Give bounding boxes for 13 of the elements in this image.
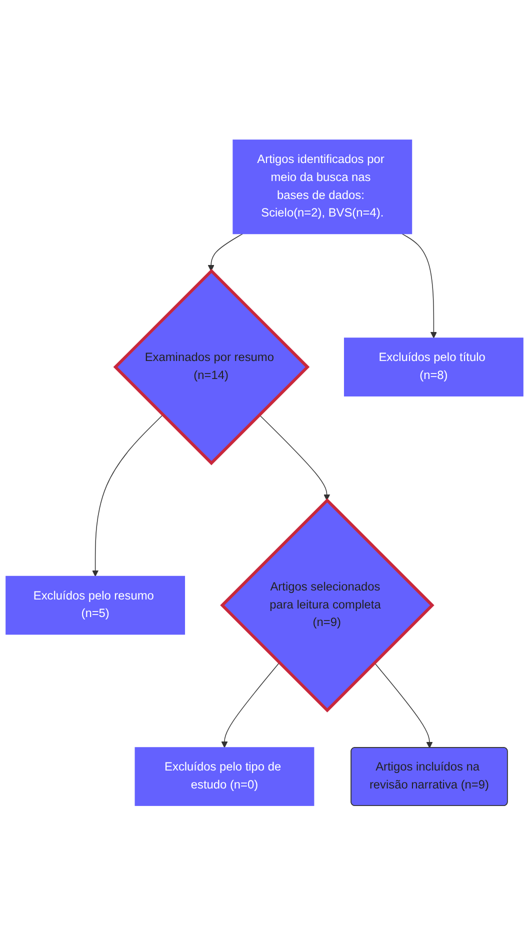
node-diamond — [113, 268, 310, 465]
arrow — [402, 233, 437, 338]
arrow — [92, 414, 164, 576]
flowchart: Artigos identificados por meio da busca nas bases de dados: Scielo(n=2), BVS(n=4). Examinados por resumo (n=14) Excluídos pelo título (n=8) Excluídos pelo resumo (n=5) Artigos selecionados para leitura completa (n=9) Excluídos pelo tipo de estudo (n=0) Artigos incluídos na revisão narrativa (n=9) — [0, 134, 529, 812]
arrow — [208, 233, 244, 272]
arrow — [258, 414, 330, 500]
node-box — [344, 337, 524, 396]
node-diamond — [220, 498, 434, 712]
node-box — [6, 576, 186, 634]
arrow — [221, 662, 280, 748]
arrow — [374, 662, 433, 748]
node-box — [232, 139, 412, 234]
node-box — [134, 746, 314, 806]
